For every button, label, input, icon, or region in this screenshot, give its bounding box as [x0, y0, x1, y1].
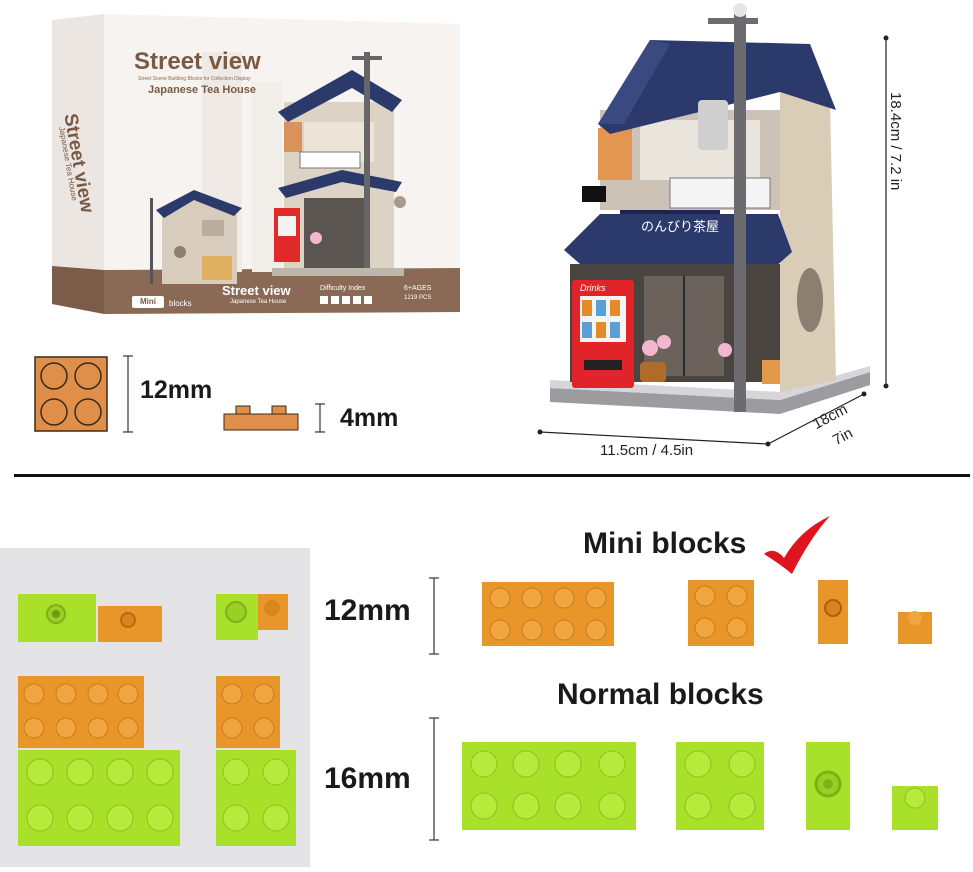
box-bottom-subtitle: Japanese Tea House	[230, 299, 287, 305]
model-image: のんびり茶屋 Drinks	[540, 0, 900, 420]
difficulty-bricks-icon	[320, 296, 372, 304]
tea-house-sign: のんびり茶屋	[640, 219, 719, 234]
normal-size-label: 16mm	[324, 762, 411, 795]
badge-mini-label: Mini	[140, 297, 156, 306]
normal-size-marker	[429, 717, 439, 841]
plate-height-label: 4mm	[340, 404, 399, 432]
brick-comparison-photo	[0, 548, 310, 867]
pcs-label: 1219 PCS	[404, 295, 432, 301]
product-box-graphic	[52, 14, 460, 314]
difficulty-label: Difficulty Index	[320, 285, 366, 292]
plate-side-icon	[223, 405, 299, 431]
box-title: Street view	[134, 48, 261, 75]
plate-2x2-icon	[34, 356, 108, 432]
mini-size-marker	[429, 577, 439, 655]
box-bottom-title: Street view	[222, 283, 291, 298]
mini-blocks-badge: Mini	[132, 296, 164, 308]
model-graphic	[550, 3, 870, 414]
product-box: Street view Street Scene Building Blocks…	[52, 12, 462, 322]
vending-drinks-label: Drinks	[580, 283, 606, 293]
ages-label: 6+AGES	[404, 285, 432, 292]
checkmark-icon	[764, 516, 830, 574]
plate-size-label: 12mm	[140, 376, 213, 404]
box-subtitle-small: Street Scene Building Blocks for Collect…	[138, 76, 251, 82]
normal-blocks-title: Normal blocks	[557, 678, 764, 711]
normal-blocks-row	[462, 742, 938, 830]
width-dimension: 11.5cm / 4.5in	[600, 442, 694, 459]
mini-blocks-row	[482, 580, 932, 646]
badge-blocks-label: blocks	[169, 299, 192, 308]
mini-size-label: 12mm	[324, 594, 411, 627]
box-subtitle: Japanese Tea House	[148, 84, 257, 96]
mini-blocks-title: Mini blocks	[583, 527, 747, 560]
dimension-lines	[537, 35, 889, 447]
plate-height-marker	[315, 403, 325, 433]
plate-size-marker	[123, 355, 133, 433]
height-dimension: 18.4cm / 7.2 in	[887, 92, 904, 191]
section-divider	[14, 474, 970, 477]
